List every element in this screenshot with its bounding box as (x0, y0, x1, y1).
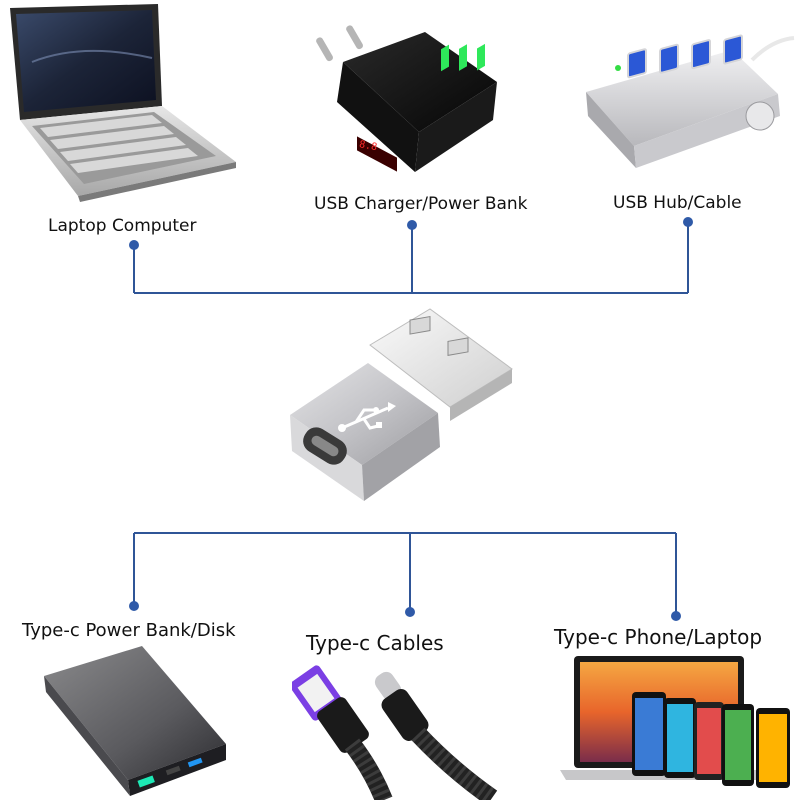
dot-laptop (129, 240, 139, 250)
target-label-devices: Type-c Phone/Laptop (554, 625, 763, 649)
target-label-powerbank: Type-c Power Bank/Disk (22, 620, 236, 641)
source-label-hub: USB Hub/Cable (613, 193, 742, 213)
source-label-charger: USB Charger/Power Bank (314, 194, 528, 214)
dot-hub (683, 217, 693, 227)
dot-devices (671, 611, 681, 621)
usb-hub-icon (586, 34, 795, 168)
dot-cables (405, 607, 415, 617)
power-bank-icon (44, 646, 226, 796)
phone-laptop-icon (560, 656, 790, 788)
dot-powerbank (129, 601, 139, 611)
usb-a-to-type-c-adapter-icon (290, 308, 513, 501)
source-label-laptop: Laptop Computer (48, 216, 197, 236)
usb-cable-icon (292, 665, 498, 800)
laptop-icon (10, 4, 236, 202)
dot-charger (407, 220, 417, 230)
target-label-cables: Type-c Cables (306, 631, 444, 655)
usb-symbol-icon (338, 402, 396, 432)
wall-charger-icon: 8.8 (316, 25, 497, 172)
svg-text:8.8: 8.8 (358, 139, 378, 153)
